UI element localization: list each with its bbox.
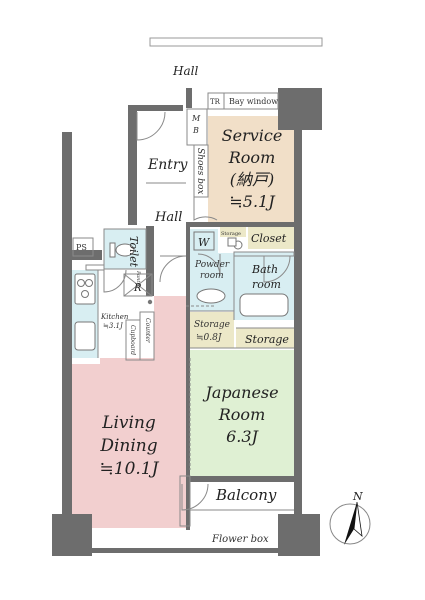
hall-mid-label: Hall (154, 210, 182, 225)
top-ledge (149, 37, 323, 47)
bay-window-label: Bay window (229, 97, 278, 106)
mb-m-label: M (191, 114, 201, 123)
fixtures (74, 231, 289, 351)
balcony-label: Balcony (215, 486, 277, 504)
hall-top-label: Hall (172, 64, 198, 78)
living-dining-size: ≒10.1J (100, 459, 160, 479)
flower-box-label: Flower box (211, 534, 269, 545)
bath-room-line1: Bath (251, 263, 278, 276)
japanese-room-area (190, 350, 294, 476)
mb-b-label: B (192, 126, 199, 135)
stove (74, 273, 96, 305)
north-compass-icon: N (329, 490, 371, 545)
service-room-line1: Service (222, 126, 283, 145)
closet-area (248, 227, 294, 249)
service-room-line3: (納戸) (230, 170, 275, 189)
japanese-room-size: 6.3J (226, 427, 259, 446)
kitchen-label: Kitchen (100, 313, 129, 321)
toilet-tank (109, 242, 116, 258)
ps-label: PS (76, 243, 87, 252)
bathtub (239, 293, 289, 317)
powder-room-line1: Powder (194, 260, 230, 270)
service-room-size: ≒5.1J (229, 192, 276, 211)
counter-label: Counter (144, 318, 151, 344)
storage-08-area (190, 312, 234, 348)
shoes-box-label: Shoes box (195, 148, 205, 194)
service-room-line2: Room (228, 148, 275, 167)
storage-08-size: ≒0.8J (196, 333, 223, 343)
japanese-room-line2: Room (218, 405, 265, 424)
north-label: N (352, 490, 363, 503)
living-dining-area (72, 296, 186, 528)
living-dining-line1: Living (101, 413, 156, 433)
pantry-label: Pantry (135, 270, 141, 288)
powder-room-line2: room (200, 271, 224, 281)
bath-room-line2: room (252, 278, 281, 291)
storage-tiny-area (220, 227, 246, 237)
washbasin (196, 288, 226, 304)
walls (52, 88, 322, 556)
w-label: W (198, 236, 211, 249)
storage-08-label: Storage (194, 320, 230, 330)
toilet-bowl (115, 243, 135, 257)
sink (74, 321, 96, 351)
living-dining-line2: Dining (99, 436, 157, 456)
entry-label: Entry (147, 157, 189, 173)
closet-label: Closet (251, 232, 287, 245)
cupboard-label: Cupboard (129, 325, 136, 355)
storage-right-area (236, 328, 294, 348)
interior-lines (72, 92, 295, 527)
doors (103, 111, 291, 511)
outlet-icon (147, 299, 153, 305)
storage-right-label: Storage (245, 333, 289, 346)
tr-label: TR (210, 98, 221, 106)
toilet-label: Toilet (127, 236, 140, 268)
r-label: R (133, 283, 142, 294)
washer-box (193, 231, 215, 251)
storage-tiny-label: Storage (221, 231, 241, 237)
service-room-area (208, 116, 294, 222)
japanese-room-line1: Japanese (202, 383, 278, 402)
kitchen-size-label: ≒3.1J (103, 322, 124, 330)
